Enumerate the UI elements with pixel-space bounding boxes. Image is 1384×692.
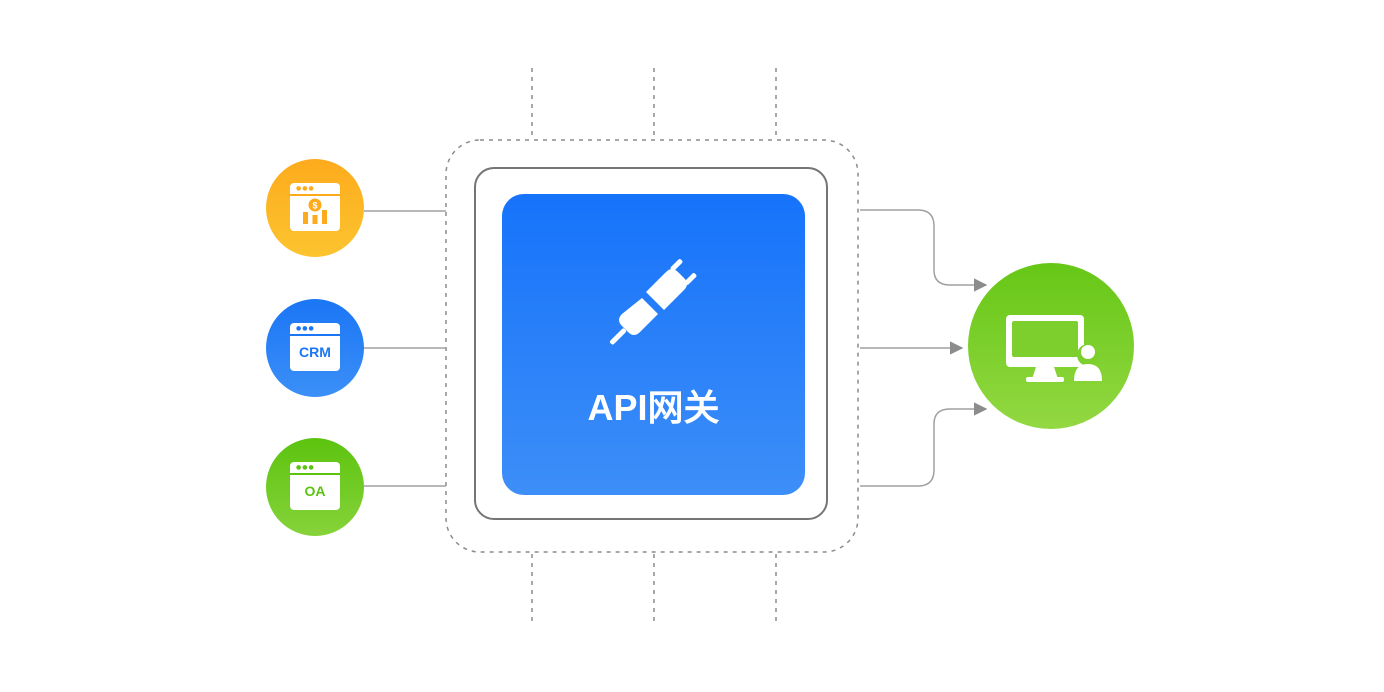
crm-window-icon: ●●● CRM: [290, 323, 340, 371]
window-title-bar: ●●●: [290, 462, 340, 475]
source-label-oa: OA: [304, 483, 326, 499]
target-node-client[interactable]: [968, 263, 1134, 429]
source-node-finance[interactable]: ●●● $: [266, 159, 364, 257]
gateway-core[interactable]: API网关: [502, 194, 805, 495]
source-node-crm[interactable]: ●●● CRM: [266, 299, 364, 397]
svg-text:$: $: [312, 201, 317, 211]
gateway-title: API网关: [587, 387, 720, 428]
source-node-oa[interactable]: ●●● OA: [266, 438, 364, 536]
source-label-crm: CRM: [299, 344, 331, 360]
window-dots-icon: ●●●: [296, 185, 315, 192]
finance-window-icon: ●●● $: [290, 183, 340, 231]
window-dots-icon: ●●●: [296, 464, 315, 471]
computer-user-icon: [1006, 315, 1102, 382]
oa-window-icon: ●●● OA: [290, 462, 340, 510]
gateway-dashed-boundary: [445, 139, 859, 553]
edge-gateway-client-top: [860, 209, 988, 292]
edge-gateway-client-bottom: [860, 402, 988, 487]
window-dots-icon: ●●●: [296, 325, 315, 332]
plug-connector-icon: [609, 259, 697, 345]
window-title-bar: ●●●: [290, 183, 340, 196]
window-title-bar: ●●●: [290, 323, 340, 336]
finance-chart-icon: $: [303, 198, 327, 224]
